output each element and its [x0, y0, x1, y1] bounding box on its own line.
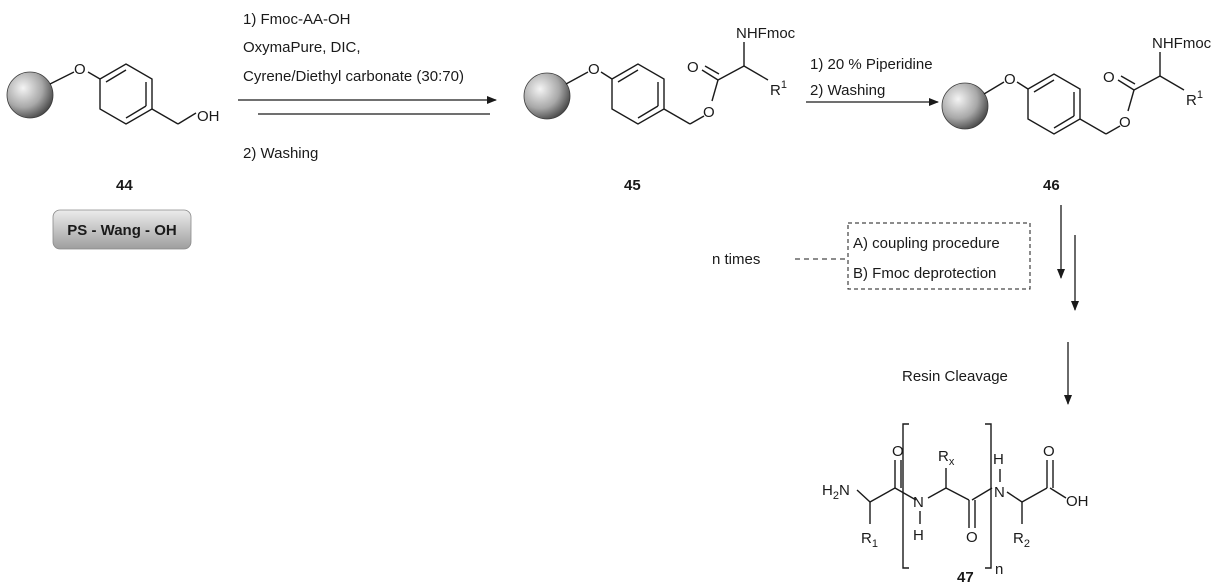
ether-oxygen: O [74, 61, 86, 78]
compound-47-label: 47 [957, 569, 974, 585]
compound-46: O O O NHFmoc R1 46 [941, 35, 1212, 194]
ether-oxygen: O [588, 61, 600, 78]
reaction-step-1: 1) Fmoc-AA-OH OxymaPure, DIC, Cyrene/Die… [238, 11, 497, 162]
step1-reagent-1: 1) Fmoc-AA-OH [243, 11, 351, 28]
compound-47: H2N R1 O N H Rx O n H N R2 O OH [822, 423, 1089, 585]
loop-step-b: B) Fmoc deprotection [853, 265, 996, 282]
r1-label: R1 [1186, 89, 1203, 109]
resin-name-text: PS - Wang - OH [67, 222, 176, 239]
ether-oxygen: O [1004, 71, 1016, 88]
hydroxyl-label: OH [197, 108, 220, 125]
compound-45: O O O NHFmoc R1 45 [523, 25, 796, 194]
loop-box [847, 222, 1031, 290]
loop-step-a: A) coupling procedure [853, 235, 1000, 252]
step1-wash: 2) Washing [243, 145, 318, 162]
carbonyl-oxygen: O [687, 59, 699, 76]
step2-reagent-2: 2) Washing [810, 82, 885, 99]
step1-reagent-2: OxymaPure, DIC, [243, 39, 361, 56]
rx-label: Rx [938, 448, 955, 468]
compound-44: O OH 44 [6, 61, 220, 194]
repeat-bracket-left [902, 423, 909, 569]
cleavage-step: Resin Cleavage [902, 342, 1072, 405]
carbonyl-oxygen: O [1103, 69, 1115, 86]
carbonyl-oxygen-2: O [966, 529, 978, 546]
nhfmoc-label: NHFmoc [1152, 35, 1212, 52]
loop-count-label: n times [712, 251, 760, 268]
resin-name-badge: PS - Wang - OH [52, 209, 192, 250]
reaction-step-2: 1) 20 % Piperidine 2) Washing [806, 56, 939, 106]
repeat-bracket-right [985, 423, 992, 569]
iteration-loop: n times A) coupling procedure B) Fmoc de… [712, 205, 1079, 311]
resin-bead-icon [6, 71, 54, 119]
r1-label: R1 [861, 530, 878, 550]
resin-bead-icon [941, 82, 989, 130]
compound-46-label: 46 [1043, 177, 1060, 194]
r2-label: R2 [1013, 530, 1030, 550]
step1-reagent-3: Cyrene/Diethyl carbonate (30:70) [243, 68, 464, 85]
cleavage-label: Resin Cleavage [902, 368, 1008, 385]
ester-oxygen: O [703, 104, 715, 121]
resin-bead-icon [523, 72, 571, 120]
compound-45-label: 45 [624, 177, 641, 194]
amide-h-1: H [913, 527, 924, 544]
r1-label: R1 [770, 79, 787, 99]
compound-44-label: 44 [116, 177, 133, 194]
carbonyl-oxygen-1: O [892, 443, 904, 460]
nhfmoc-label: NHFmoc [736, 25, 796, 42]
acid-hydroxyl-label: OH [1066, 493, 1089, 510]
amide-n-1: N [913, 494, 924, 511]
step2-reagent-1: 1) 20 % Piperidine [810, 56, 933, 73]
ester-oxygen: O [1119, 114, 1131, 131]
amide-n-2: N [994, 484, 1005, 501]
repeat-n: n [995, 561, 1003, 578]
acid-carbonyl-oxygen: O [1043, 443, 1055, 460]
amine-label: H2N [822, 482, 850, 502]
amide-h-2: H [993, 451, 1004, 468]
